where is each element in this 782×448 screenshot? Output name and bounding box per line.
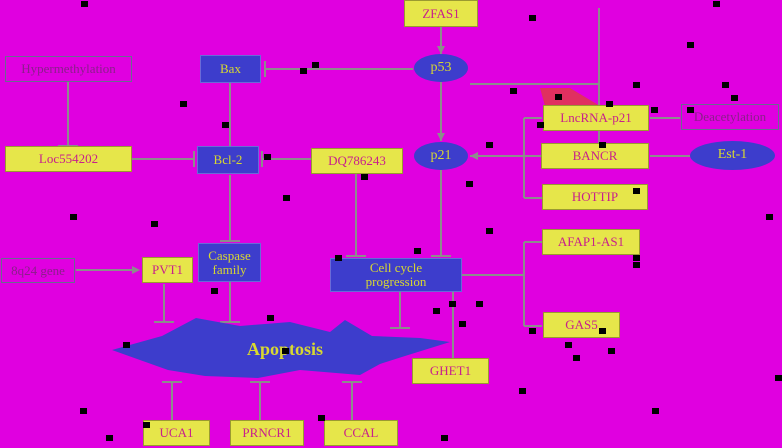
noise-speckle bbox=[510, 88, 517, 94]
noise-speckle bbox=[414, 248, 421, 254]
noise-speckle bbox=[466, 181, 473, 187]
noise-speckle bbox=[537, 122, 544, 128]
arrowhead-zfas1 bbox=[437, 46, 445, 54]
noise-speckle bbox=[282, 348, 289, 354]
noise-speckle bbox=[529, 15, 536, 21]
node-ghet1: GHET1 bbox=[412, 358, 489, 384]
noise-speckle bbox=[459, 321, 466, 327]
noise-speckle bbox=[529, 328, 536, 334]
noise-speckle bbox=[555, 94, 562, 100]
noise-speckle bbox=[267, 315, 274, 321]
node-lncrna-p21: LncRNA-p21 bbox=[543, 105, 649, 131]
noise-speckle bbox=[283, 195, 290, 201]
node-zfas1: ZFAS1 bbox=[404, 0, 478, 27]
noise-speckle bbox=[775, 375, 782, 381]
node-bcl2: Bcl-2 bbox=[197, 146, 259, 174]
noise-speckle bbox=[573, 355, 580, 361]
noise-speckle bbox=[318, 415, 325, 421]
noise-speckle bbox=[433, 308, 440, 314]
noise-speckle bbox=[70, 214, 77, 220]
node-hottip: HOTTIP bbox=[542, 184, 648, 210]
noise-speckle bbox=[222, 122, 229, 128]
node-bax: Bax bbox=[200, 55, 261, 83]
noise-speckle bbox=[608, 348, 615, 354]
node-cell-cycle: Cell cycle progression bbox=[330, 258, 462, 292]
node-est1: Est-1 bbox=[690, 141, 775, 170]
node-p53: p53 bbox=[414, 54, 468, 82]
node-uca1: UCA1 bbox=[143, 420, 210, 446]
noise-speckle bbox=[713, 1, 720, 7]
noise-speckle bbox=[687, 42, 694, 48]
node-bancr: BANCR bbox=[541, 143, 649, 169]
noise-speckle bbox=[766, 214, 773, 220]
node-caspase-family: Caspase family bbox=[198, 243, 261, 282]
noise-speckle bbox=[722, 82, 729, 88]
noise-speckle bbox=[486, 142, 493, 148]
node-pvt1: PVT1 bbox=[142, 257, 193, 283]
noise-speckle bbox=[731, 95, 738, 101]
noise-speckle bbox=[633, 82, 640, 88]
noise-speckle bbox=[180, 101, 187, 107]
node-loc554202: Loc554202 bbox=[5, 146, 132, 172]
noise-speckle bbox=[565, 342, 572, 348]
noise-speckle bbox=[106, 435, 113, 441]
noise-speckle bbox=[633, 188, 640, 194]
node-afap1-as1: AFAP1-AS1 bbox=[542, 229, 640, 255]
apoptosis-shape bbox=[112, 318, 450, 378]
noise-speckle bbox=[211, 288, 218, 294]
noise-speckle bbox=[486, 228, 493, 234]
noise-speckle bbox=[476, 301, 483, 307]
arrowhead-p53-down bbox=[437, 133, 445, 141]
noise-speckle bbox=[519, 388, 526, 394]
noise-speckle bbox=[449, 301, 456, 307]
node-ccal: CCAL bbox=[324, 420, 398, 446]
noise-speckle bbox=[633, 262, 640, 268]
noise-speckle bbox=[151, 221, 158, 227]
arrowhead-p21 bbox=[470, 152, 478, 160]
noise-speckle bbox=[81, 1, 88, 7]
node-dq786243: DQ786243 bbox=[311, 148, 403, 174]
noise-speckle bbox=[441, 435, 448, 441]
noise-speckle bbox=[599, 328, 606, 334]
noise-speckle bbox=[633, 255, 640, 261]
node-prncr1: PRNCR1 bbox=[230, 420, 304, 446]
noise-speckle bbox=[361, 174, 368, 180]
noise-speckle bbox=[264, 154, 271, 160]
node-p21: p21 bbox=[414, 142, 468, 170]
noise-speckle bbox=[652, 408, 659, 414]
red-wedge bbox=[540, 88, 600, 106]
noise-speckle bbox=[606, 101, 613, 107]
noise-speckle bbox=[300, 68, 307, 74]
noise-speckle bbox=[687, 107, 694, 113]
noise-speckle bbox=[651, 107, 658, 113]
noise-speckle bbox=[80, 408, 87, 414]
noise-speckle bbox=[312, 62, 319, 68]
node-gas5: GAS5 bbox=[543, 312, 620, 338]
noise-speckle bbox=[335, 255, 342, 261]
node-8q24-gene: 8q24 gene bbox=[1, 258, 75, 283]
noise-speckle bbox=[123, 342, 130, 348]
noise-speckle bbox=[599, 142, 606, 148]
noise-speckle bbox=[143, 422, 150, 428]
node-hypermethylation: Hypermethylation bbox=[5, 56, 132, 82]
arrowhead-pvt1 bbox=[132, 266, 140, 274]
node-deacetylation: Deacetylation bbox=[681, 104, 779, 130]
